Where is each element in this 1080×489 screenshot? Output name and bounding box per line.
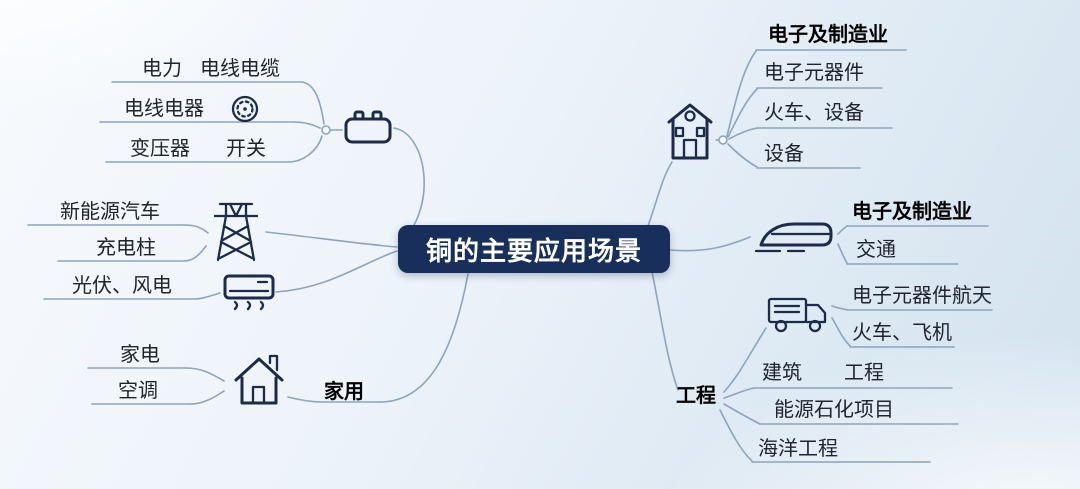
label-trains-aircraft: 火车、飞机 bbox=[852, 320, 952, 344]
label-electronic-components: 电子元器件 bbox=[764, 60, 864, 84]
meter-icon bbox=[227, 91, 263, 127]
label-air-conditioning: 空调 bbox=[118, 378, 158, 402]
label-marine-engineering: 海洋工程 bbox=[758, 436, 838, 460]
air-conditioner-icon bbox=[222, 270, 276, 312]
label-engineering-branch: 工程 bbox=[676, 383, 716, 407]
label-electric-power: 电力 bbox=[142, 56, 182, 80]
label-components-aerospace: 电子元器件航天 bbox=[852, 283, 992, 307]
label-equipment: 设备 bbox=[764, 141, 804, 165]
header-electronics-manufacturing: 电子及制造业 bbox=[768, 22, 888, 46]
label-new-energy-vehicles: 新能源汽车 bbox=[60, 199, 160, 223]
power-tower-icon bbox=[206, 196, 266, 264]
label-trains-equipment: 火车、设备 bbox=[764, 100, 864, 124]
house-icon bbox=[230, 350, 288, 408]
label-home-appliances: 家电 bbox=[120, 342, 160, 366]
label-energy-petrochemical: 能源石化项目 bbox=[774, 397, 894, 421]
label-transformer: 变压器 bbox=[130, 136, 190, 160]
label-wires-cables: 电线电缆 bbox=[200, 56, 280, 80]
label-household-branch: 家用 bbox=[324, 379, 364, 403]
center-topic-node: 铜的主要应用场景 bbox=[398, 225, 670, 273]
battery-icon bbox=[342, 106, 394, 146]
train-icon bbox=[752, 212, 838, 258]
label-wire-appliances: 电线电器 bbox=[124, 96, 204, 120]
label-engineering-item: 工程 bbox=[844, 360, 884, 384]
label-construction: 建筑 bbox=[762, 360, 802, 384]
factory-icon bbox=[664, 100, 716, 162]
label-pv-wind: 光伏、风电 bbox=[72, 273, 172, 297]
truck-icon bbox=[766, 292, 832, 336]
center-topic-label: 铜的主要应用场景 bbox=[425, 236, 642, 267]
header-electronics-manufacturing-2: 电子及制造业 bbox=[852, 199, 972, 223]
label-transportation: 交通 bbox=[856, 237, 896, 261]
label-switch: 开关 bbox=[226, 136, 266, 160]
label-charging-pile: 充电柱 bbox=[96, 235, 156, 259]
